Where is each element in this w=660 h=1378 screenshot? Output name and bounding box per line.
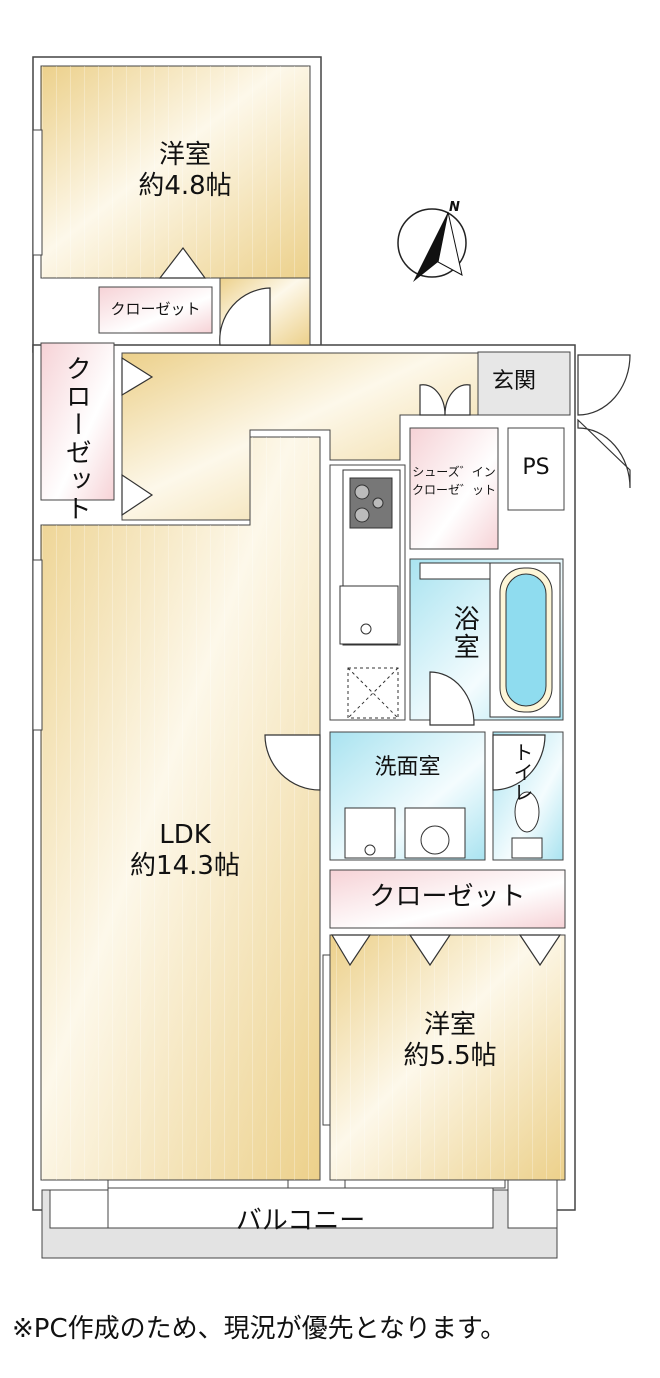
- room-name: 洋室: [423, 1010, 476, 1040]
- toilet-icon: [511, 791, 543, 859]
- ps-label: PS: [522, 455, 550, 480]
- entrance-label: 玄関: [492, 369, 537, 394]
- bedroom-north-label: 洋室 約4.8帖: [120, 140, 250, 202]
- shoe-closet-label: シューズ゛イン クローゼ゛ット: [410, 463, 498, 499]
- shoe-closet: [409, 427, 499, 550]
- ps-shaft: [507, 427, 565, 511]
- bathroom-label: 浴室: [449, 605, 480, 661]
- closet-small-label: クローゼット: [110, 300, 201, 318]
- toilet-label: トイレ: [510, 742, 534, 802]
- entrance-floor: [477, 351, 571, 416]
- room-size: 約5.5帖: [403, 1041, 497, 1072]
- fridge-space: [347, 667, 399, 719]
- doors: [121, 246, 631, 967]
- closet-wide: [329, 869, 566, 929]
- wood-floors: [40, 65, 566, 1181]
- closet-wide-label: クローゼット: [369, 882, 526, 912]
- label-line: クローゼ゛ット: [411, 483, 496, 497]
- closet-small: [98, 286, 213, 334]
- compass-icon: [397, 208, 467, 282]
- closet-vertical-label: クローゼット: [61, 355, 92, 523]
- bedroom-south-label: 洋室 約5.5帖: [375, 1010, 525, 1072]
- room-name: LDK: [159, 820, 211, 850]
- kitchen-counter: [339, 469, 401, 719]
- windows: [32, 129, 506, 1189]
- room-size: 約14.3帖: [130, 851, 240, 882]
- bathtub-icon: [419, 562, 561, 718]
- compass-north-label: N: [449, 200, 460, 215]
- disclaimer-note: ※PC作成のため、現況が優先となります。: [12, 1314, 507, 1344]
- balcony-label: バルコニー: [235, 1206, 366, 1236]
- label-line: シューズ゛イン: [412, 465, 496, 479]
- sink-icon: [339, 585, 399, 645]
- room-size: 約4.8帖: [138, 171, 232, 202]
- closet-vertical: [40, 342, 115, 501]
- ldk-label: LDK 約14.3帖: [110, 820, 260, 882]
- washroom-label: 洗面室: [374, 755, 441, 780]
- room-name: 洋室: [158, 140, 211, 170]
- stove-icon: [349, 477, 393, 529]
